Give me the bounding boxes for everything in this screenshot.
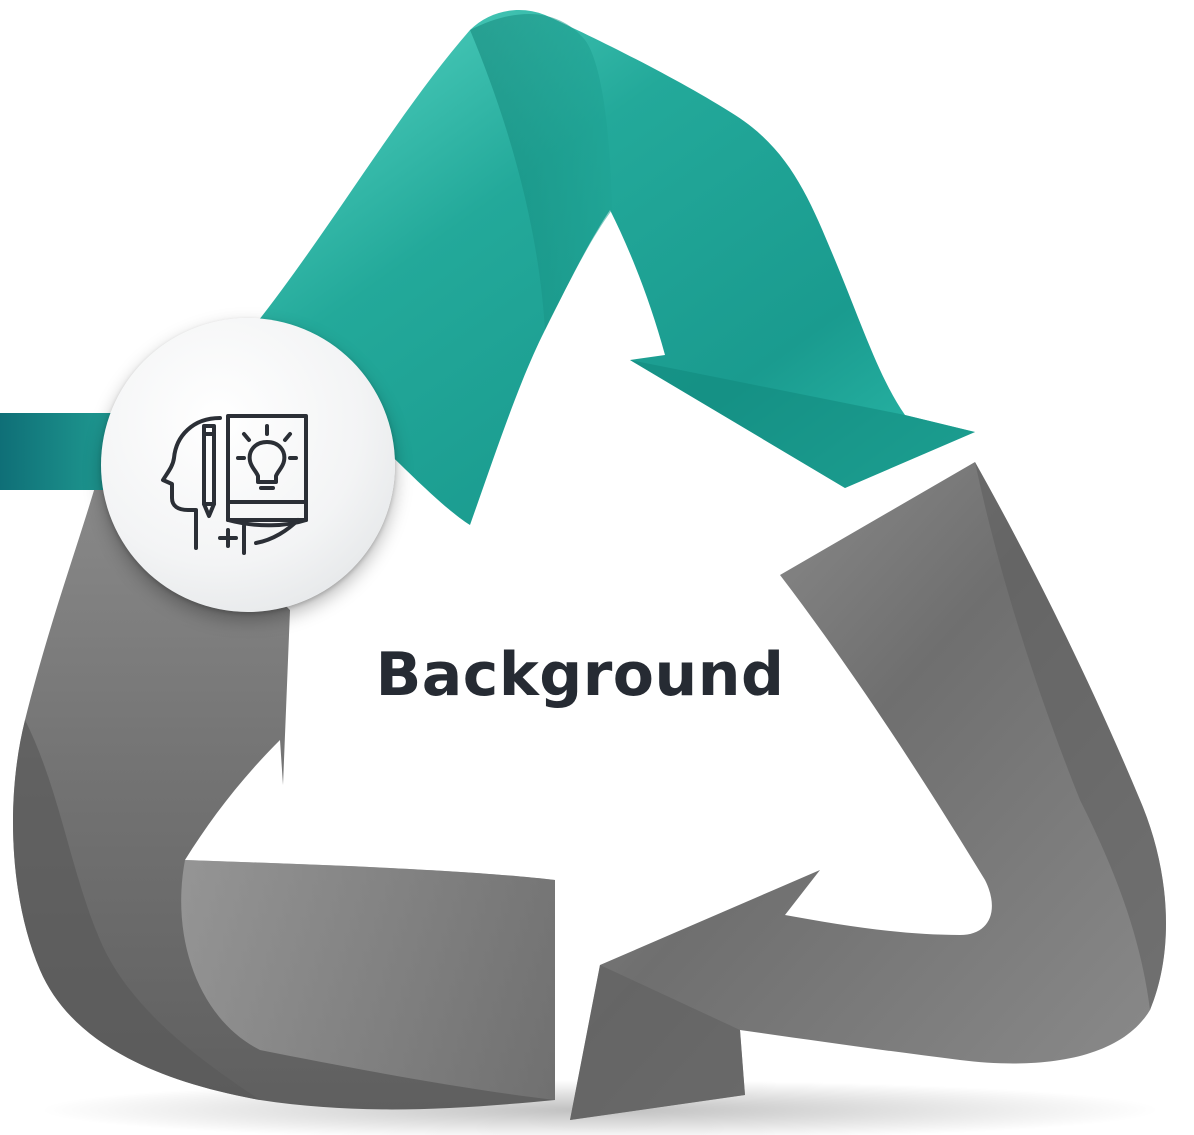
head-idea-lightbulb-icon — [158, 408, 328, 558]
icon-badge — [101, 318, 395, 612]
slide-title: Background — [330, 630, 830, 720]
